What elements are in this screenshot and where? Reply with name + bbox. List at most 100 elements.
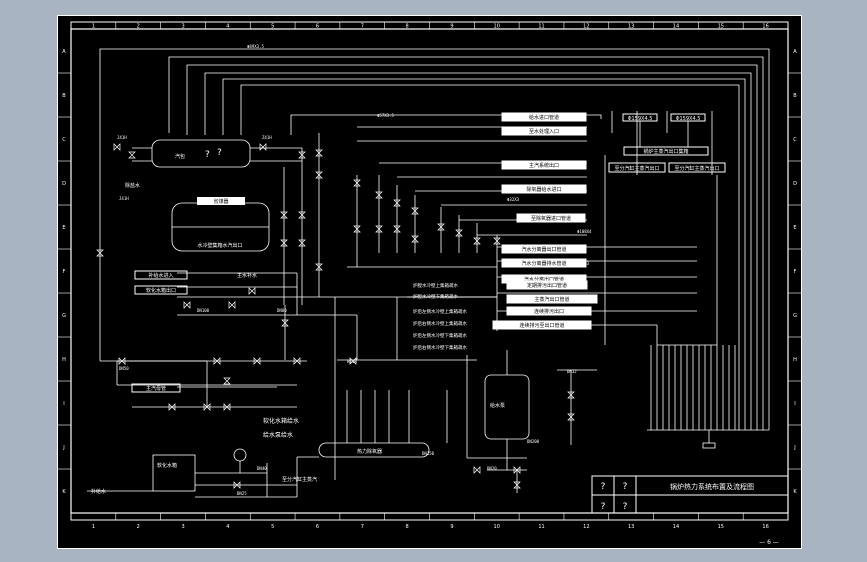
grid-row-label: F	[63, 269, 66, 275]
grid-col-label: 10	[494, 524, 500, 530]
box-left-3: 主汽母管	[146, 385, 166, 392]
grid-row-label: J	[793, 445, 795, 451]
label-box	[501, 112, 587, 122]
grid-row-label: J	[62, 445, 64, 451]
valve-icon	[411, 235, 419, 243]
grid-col-label: 13	[628, 24, 634, 30]
grid-col-label: 15	[718, 24, 724, 30]
piping-diagram: 1122334455667788991010111112121313141415…	[57, 15, 802, 549]
grid-col-label: 7	[361, 24, 364, 30]
title-mark-4: ?	[623, 502, 628, 512]
grid-row-label: B	[793, 93, 797, 99]
valve-icon	[353, 225, 361, 233]
valve-icon	[118, 357, 126, 365]
grid-col-label: 12	[583, 524, 589, 530]
valve-icon	[228, 301, 236, 309]
note-pump: 给水泵	[490, 402, 505, 409]
drain-list-6: 炉后右侧水冷壁下集箱疏水	[413, 344, 467, 351]
valve-icon	[375, 225, 383, 233]
tag-5: DN100	[197, 308, 210, 313]
outer-border	[57, 15, 802, 549]
grid-col-label: 3	[181, 24, 184, 30]
label-box-text: 给水进口管道	[529, 114, 559, 121]
label-box	[506, 280, 588, 290]
valve-icon	[248, 287, 256, 295]
grid-col-label: 6	[316, 524, 319, 530]
label-box-text: 连续排污出口	[534, 308, 564, 315]
valve-icon	[293, 357, 301, 365]
label-box	[492, 320, 592, 330]
label-box-text: 至水处理入口	[529, 128, 559, 135]
label-box	[506, 306, 592, 316]
label-box-text: 主汽系统出口	[529, 162, 559, 169]
grid-col-label: 8	[406, 524, 409, 530]
grid-col-label: 4	[226, 524, 229, 530]
valve-symbols	[96, 143, 575, 489]
page-number: — 6 —	[759, 539, 779, 546]
box-top-e: 至分汽缸主蒸汽出口	[674, 165, 719, 172]
valve-icon	[223, 403, 231, 411]
tag-14: Z41H	[262, 135, 272, 140]
econ-bottom-text: 水冷壁集箱水汽出口	[197, 242, 242, 249]
grid-col-label: 14	[673, 524, 679, 530]
drain-list-4: 炉后右侧水冷壁上集箱疏水	[413, 320, 467, 327]
grid-col-label: 6	[316, 24, 319, 30]
box-top-b: Φ159X4.5	[676, 116, 701, 122]
note-water: 主水补水	[237, 272, 257, 279]
note-tank: 软化水箱	[157, 462, 177, 469]
label-box	[506, 294, 598, 304]
label-box-text: 定期排污出口管道	[527, 282, 567, 289]
valve-icon	[168, 403, 176, 411]
box-top-c: 锅炉主蒸汽出口集箱	[643, 148, 688, 155]
note-soft: 软化水箱给水	[263, 417, 299, 425]
drain-list-1: 炉膛水冷壁上集箱疏水	[413, 282, 458, 289]
valve-icon	[253, 357, 261, 365]
note-cont: 除盐水	[125, 182, 140, 189]
valve-icon	[280, 239, 288, 247]
valve-icon	[315, 149, 323, 157]
grid-col-label: 5	[271, 524, 274, 530]
drum-mark-1: ?	[205, 150, 210, 160]
valve-icon	[223, 377, 231, 385]
valve-icon	[473, 237, 481, 245]
valve-icon	[513, 466, 521, 474]
grid-col-label: 5	[271, 24, 274, 30]
grid-col-label: 10	[494, 24, 500, 30]
econ-top-box	[197, 197, 245, 205]
drawing-title: 锅炉热力系统布置及流程图	[670, 482, 754, 491]
grid-row-label: H	[793, 357, 797, 363]
box-top-d: 至分汽缸主蒸汽出口	[614, 165, 659, 172]
grid-row-label: F	[794, 269, 797, 275]
tag-15: H41H	[347, 359, 357, 364]
grid-ticks	[57, 22, 802, 520]
label-box-text: 连续排污至出口管道	[519, 322, 564, 329]
grid-row-label: A	[62, 49, 66, 55]
valve-icon	[315, 171, 323, 179]
grid-col-label: 16	[762, 524, 768, 530]
valve-icon	[513, 481, 521, 489]
grid-col-label: 14	[673, 24, 679, 30]
grid-row-label: E	[793, 225, 796, 231]
note-deaerator: 热力除氧器	[357, 448, 382, 455]
note-steam: 至分汽缸主蒸汽	[282, 476, 317, 483]
grid-col-label: 9	[450, 24, 453, 30]
valve-icon	[411, 207, 419, 215]
valve-icon	[183, 301, 191, 309]
drain-list-5: 炉后左侧水冷壁下集箱疏水	[413, 332, 467, 339]
valve-icon	[233, 481, 241, 489]
grid-col-label: 4	[226, 24, 229, 30]
drum-mark-2: ?	[217, 148, 222, 158]
valve-icon	[437, 223, 445, 231]
tag-11: DN40	[257, 466, 267, 471]
box-left-2: 软化水箱出口	[146, 287, 176, 294]
grid-labels: 1122334455667788991010111112121313141415…	[62, 24, 797, 531]
valve-icon	[213, 357, 221, 365]
valve-icon	[281, 319, 289, 327]
box-top-a: Φ159X4.5	[628, 116, 653, 122]
grid-col-label: 12	[583, 24, 589, 30]
valve-icon	[113, 143, 121, 151]
white-boxes-group: 给水进口管道至水处理入口主汽系统出口除氧器给水进口至除氧器进口管道汽水分离器出口…	[492, 112, 598, 330]
grid-row-label: G	[62, 313, 66, 319]
grid-col-label: 11	[538, 524, 544, 530]
